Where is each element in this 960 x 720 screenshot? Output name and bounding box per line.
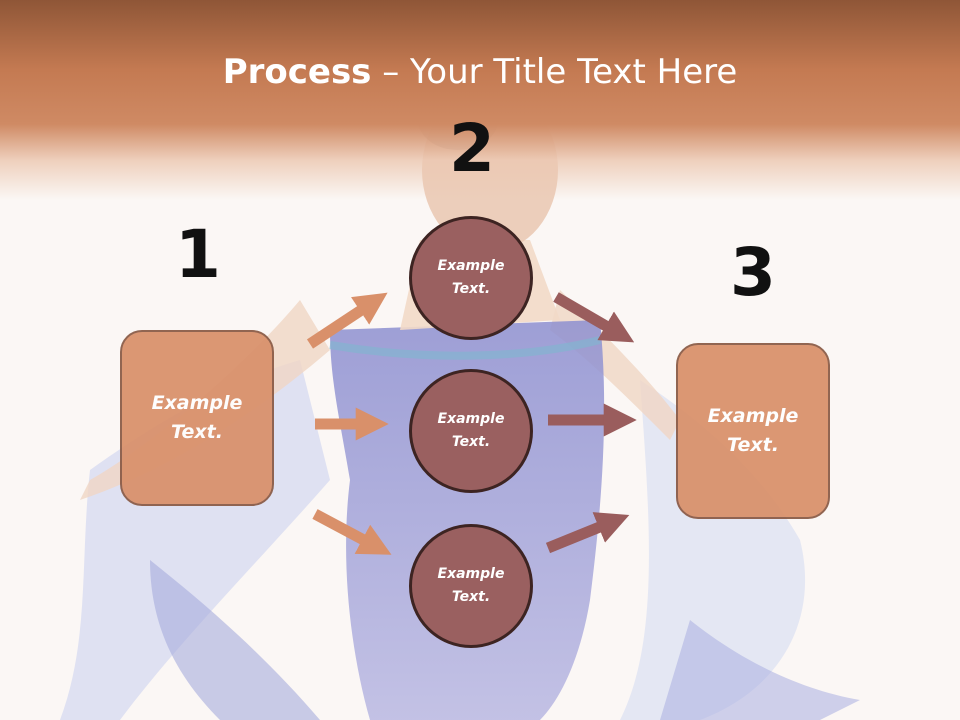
step-number-3: 3 (730, 234, 776, 311)
right-box-line2: Text. (727, 434, 779, 456)
title-rest: – Your Title Text Here (371, 52, 738, 92)
circle-top-line1: Example (437, 258, 505, 274)
arrow-top-to-right (553, 292, 635, 343)
circle-middle-line1: Example (437, 411, 505, 427)
arrow-left-to-top (306, 292, 388, 349)
title-bold: Process (222, 52, 372, 92)
step-number-2: 2 (449, 110, 495, 187)
page-title: Process – Your Title Text Here (0, 52, 960, 92)
circle-top-line2: Text. (451, 281, 491, 297)
left-box-line2: Text. (171, 421, 223, 443)
header-band (0, 0, 960, 200)
circle-bottom-line2: Text. (451, 589, 491, 605)
step-number-1: 1 (175, 216, 221, 293)
circle-bottom-line1: Example (437, 566, 505, 582)
circle-middle-line2: Text. (451, 434, 491, 450)
right-box-line1: Example (707, 405, 799, 427)
arrow-left-to-bottom (312, 509, 392, 555)
arrow-bottom-to-right (545, 512, 630, 554)
left-box-line1: Example (151, 392, 243, 414)
